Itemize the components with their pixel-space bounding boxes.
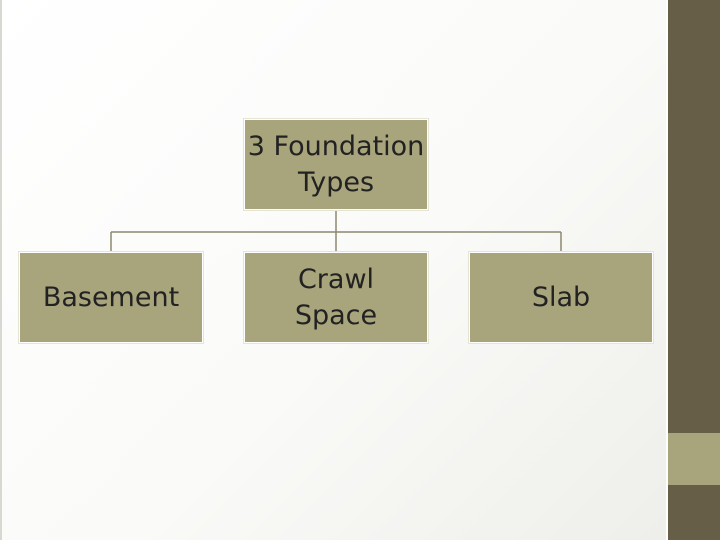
root-node-label: 3 Foundation Types bbox=[247, 131, 425, 198]
child-node-crawl-space: Crawl Space bbox=[244, 252, 428, 343]
child-node-label: Basement bbox=[42, 281, 180, 313]
child-node-label: Slab bbox=[531, 281, 591, 313]
decorative-side-accent bbox=[668, 433, 720, 485]
child-node-slab: Slab bbox=[469, 252, 653, 343]
side-divider bbox=[666, 0, 668, 540]
child-node-label: Crawl Space bbox=[294, 264, 378, 331]
root-node: 3 Foundation Types bbox=[244, 119, 428, 210]
child-node-basement: Basement bbox=[19, 252, 203, 343]
